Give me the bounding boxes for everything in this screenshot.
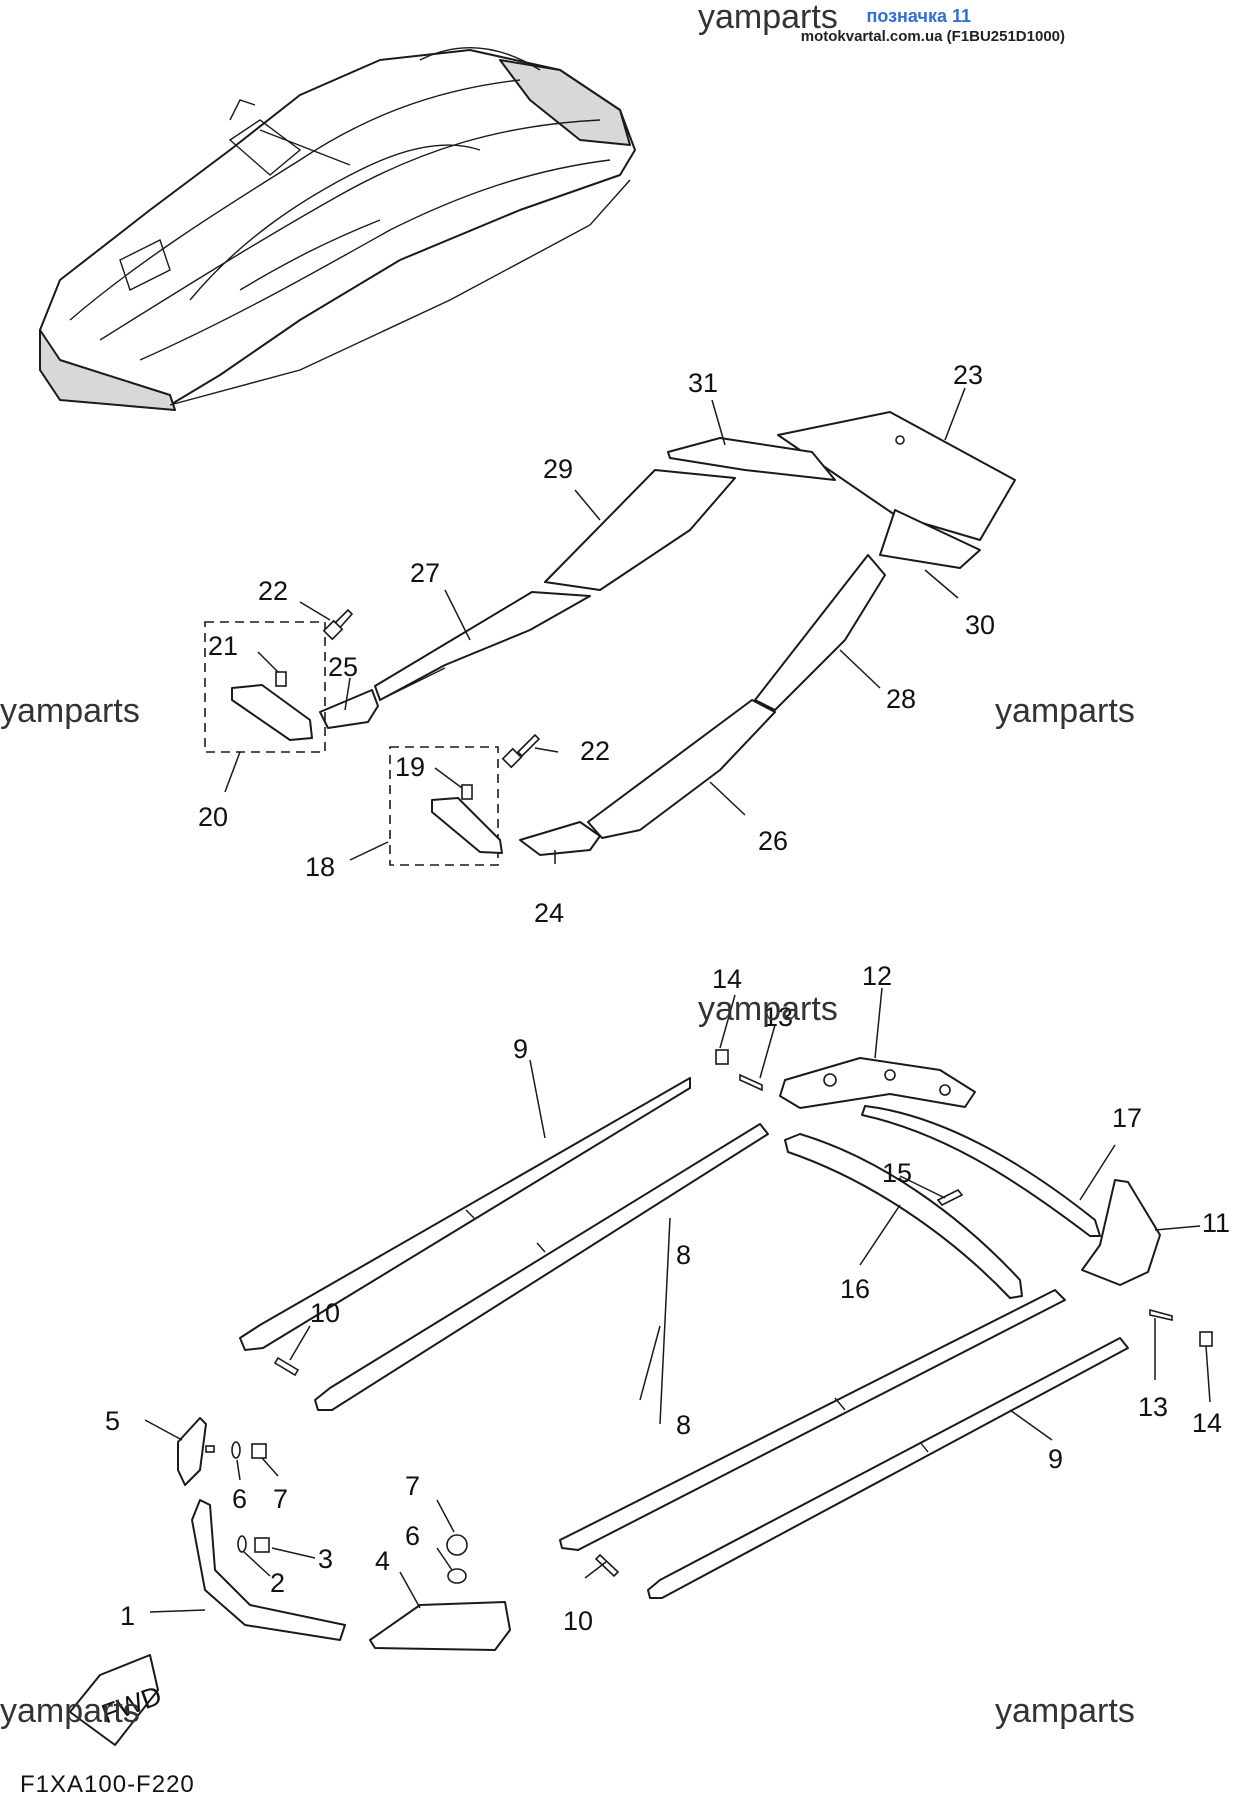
callout-21: 21: [208, 631, 238, 661]
screw-10-bottom: [594, 1553, 620, 1578]
callout-8: 8: [676, 1410, 691, 1440]
mat-29: [544, 469, 736, 591]
callout-31: 31: [688, 368, 718, 398]
rail-8-left: [314, 1123, 769, 1411]
callout-numbers: 1 2 3 4 5 6 6 7 7 8 8 9 9 10 10 11 12 13…: [105, 360, 1230, 1636]
watermark-top: yamparts: [698, 0, 838, 36]
bumper-1: [191, 1499, 346, 1641]
washer-6-right: [447, 1568, 467, 1584]
leader-lines: [144, 387, 1211, 1613]
callout-25: 25: [328, 652, 358, 682]
nut-7-right: [446, 1534, 468, 1556]
mat-26: [587, 699, 776, 839]
callout-16: 16: [840, 1274, 870, 1304]
mat-27: [374, 591, 591, 701]
callout-14-b: 14: [1192, 1408, 1222, 1438]
watermark-right: yamparts: [995, 692, 1135, 730]
callout-13: 13: [1138, 1392, 1168, 1422]
bumper-5: [177, 1417, 207, 1486]
callout-10-b: 10: [563, 1606, 593, 1636]
washer-6-left: [231, 1441, 241, 1459]
kit-20: [204, 608, 354, 753]
callout-14: 14: [712, 964, 742, 994]
hardware: [205, 1049, 1213, 1584]
callout-17: 17: [1112, 1103, 1142, 1133]
watermark-left: yamparts: [0, 692, 140, 730]
callout-15: 15: [882, 1158, 912, 1188]
callout-19: 19: [395, 752, 425, 782]
callout-23: 23: [953, 360, 983, 390]
callout-8-b: 8: [676, 1240, 691, 1270]
rivet-14-bottom: [1199, 1331, 1213, 1347]
nut-3: [254, 1537, 270, 1553]
callout-3: 3: [318, 1544, 333, 1574]
callout-30: 30: [965, 610, 995, 640]
callout-7-b: 7: [405, 1471, 420, 1501]
nut-7-left: [251, 1443, 267, 1459]
callout-9: 9: [513, 1034, 528, 1064]
diagram-label: позначка 11: [866, 6, 971, 26]
screw-15: [936, 1188, 964, 1207]
callout-29: 29: [543, 454, 573, 484]
fwd-arrow: FWD: [69, 1654, 166, 1746]
rail-17: [861, 1105, 1101, 1237]
callout-6: 6: [232, 1484, 247, 1514]
kit-18: [389, 733, 541, 866]
callout-4: 4: [375, 1546, 390, 1576]
callout-5: 5: [105, 1406, 120, 1436]
callout-13-b: 13: [763, 1002, 793, 1032]
callout-2: 2: [270, 1568, 285, 1598]
rail-8-right: [559, 1289, 1066, 1551]
watermark-bottom-right: yamparts: [995, 1692, 1135, 1730]
watermark-center: yamparts: [698, 990, 838, 1028]
diagram-code: F1XA100-F220: [20, 1771, 195, 1798]
callout-22: 22: [258, 576, 288, 606]
bolt-5: [205, 1445, 215, 1453]
mat-30: [879, 509, 981, 569]
callout-22-b: 22: [580, 736, 610, 766]
rivet-14-top: [715, 1049, 729, 1065]
watermark-bottom-left: yamparts: [0, 1692, 140, 1730]
callout-27: 27: [410, 558, 440, 588]
rail-16: [784, 1133, 1023, 1299]
washer-2: [237, 1535, 247, 1553]
callout-12: 12: [862, 961, 892, 991]
screw-13-top: [739, 1073, 763, 1092]
bumper-12: [779, 1057, 976, 1109]
callout-24: 24: [534, 898, 564, 928]
rail-9-right: [647, 1337, 1129, 1599]
mat-23: [777, 411, 1016, 541]
callout-9-b: 9: [1048, 1444, 1063, 1474]
mat-28: [754, 554, 886, 711]
mat-24: [519, 821, 601, 856]
screw-10-top: [273, 1356, 300, 1377]
callout-7: 7: [273, 1484, 288, 1514]
screw-13-bottom: [1149, 1308, 1173, 1322]
rail-set: [177, 1057, 1161, 1651]
callout-6-b: 6: [405, 1521, 420, 1551]
mat-25: [319, 689, 379, 729]
diagram-source: motokvartal.com.ua (F1BU251D1000): [800, 28, 1065, 45]
watercraft-overview: [39, 46, 636, 411]
callout-26: 26: [758, 826, 788, 856]
bumper-11: [1081, 1179, 1161, 1286]
callout-1: 1: [120, 1601, 135, 1631]
mat-set: [319, 411, 1016, 856]
bumper-4: [369, 1601, 511, 1651]
callout-10: 10: [310, 1298, 340, 1328]
callout-20: 20: [198, 802, 228, 832]
callout-28: 28: [886, 684, 916, 714]
mat-31: [667, 437, 836, 481]
watermarks: yamparts yamparts yamparts yamparts yamp…: [0, 0, 1135, 1730]
rail-9-left: [239, 1077, 691, 1351]
callout-11: 11: [1202, 1208, 1230, 1238]
callout-18: 18: [305, 852, 335, 882]
